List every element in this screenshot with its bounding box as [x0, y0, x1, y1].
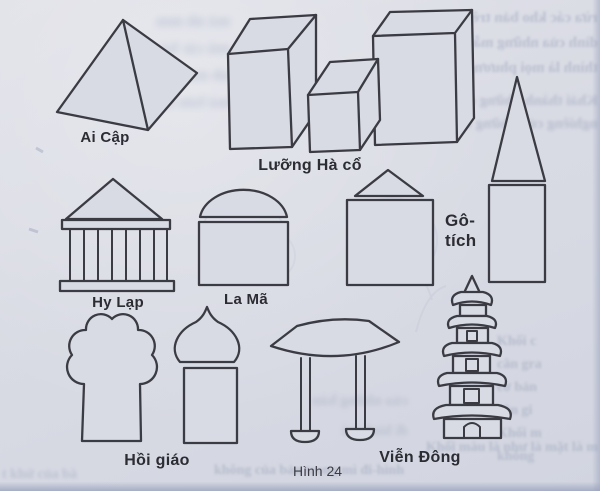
- figure-caption: Hình 24: [293, 463, 343, 479]
- ghost-line: cân gra: [497, 357, 542, 372]
- ghost-line: của những bản: [312, 393, 408, 409]
- bleedthrough-text-bottom-2: không của bản trong mì đi-hình: [214, 463, 404, 478]
- domed-rotunda-icon: [197, 188, 290, 287]
- ghost-line: thình là mọi phương cá: [448, 60, 598, 76]
- ghost-line: Khối m: [497, 426, 542, 441]
- page-bottom-edge-shadow: [0, 482, 600, 491]
- ghost-line: dình của những mẫu ch: [446, 35, 598, 51]
- greek-temple-icon: [58, 177, 176, 293]
- ghost-line: cơ bản: [497, 380, 538, 395]
- ghost-line: nghiêng của những thời là: [430, 116, 598, 132]
- label-egypt: Ai Cập: [80, 129, 130, 146]
- label-gothic-line2: tích: [445, 231, 477, 250]
- label-mesopotamia: Lưỡng Hà cổ: [258, 157, 362, 174]
- bleedthrough-text-behind-gate: của những bản đi hình mì: [218, 386, 408, 446]
- ghost-line: không: [497, 449, 535, 464]
- bleedthrough-text-bottom-left: t khứ của bà: [2, 467, 77, 482]
- ghost-line: mù các bả: [160, 40, 230, 57]
- ghost-line: Khải thành những đặt cải: [433, 93, 598, 109]
- gothic-house-icon: [345, 168, 435, 287]
- label-gothic: Gô- tích: [445, 211, 503, 251]
- ghost-line: cân gi: [497, 403, 533, 418]
- bleedthrough-text-behind-pyramid: mà nh mm mù các bả nh mm các mà bản th: [80, 8, 230, 116]
- ghost-line: mà nh mm: [156, 13, 230, 30]
- ghost-line: Khối c: [497, 334, 537, 349]
- ghost-line: nh mm các: [155, 67, 230, 84]
- bleedthrough-text-bottom-1: Khối màu là như là mặt là m: [425, 440, 598, 455]
- label-islam: Hồi giáo: [124, 452, 190, 469]
- label-far-east: Viễn Đông: [379, 449, 461, 466]
- ghost-line: rừa các kho bản trên: [464, 10, 598, 26]
- cloud-top-tower-icon: [65, 313, 159, 443]
- label-rome: La Mã: [223, 291, 268, 308]
- bleedthrough-text-mid-right: Khải thành những đặt cải nghiêng của nhữ…: [418, 90, 598, 136]
- ghost-line: mà bản th: [160, 94, 230, 111]
- label-gothic-line1: Gô-: [445, 211, 476, 230]
- label-greece: Hy Lạp: [92, 294, 144, 311]
- page-right-edge-shadow: [592, 0, 600, 491]
- bleedthrough-text-top-right: rừa các kho bản trên dình của những mẫu …: [420, 6, 598, 81]
